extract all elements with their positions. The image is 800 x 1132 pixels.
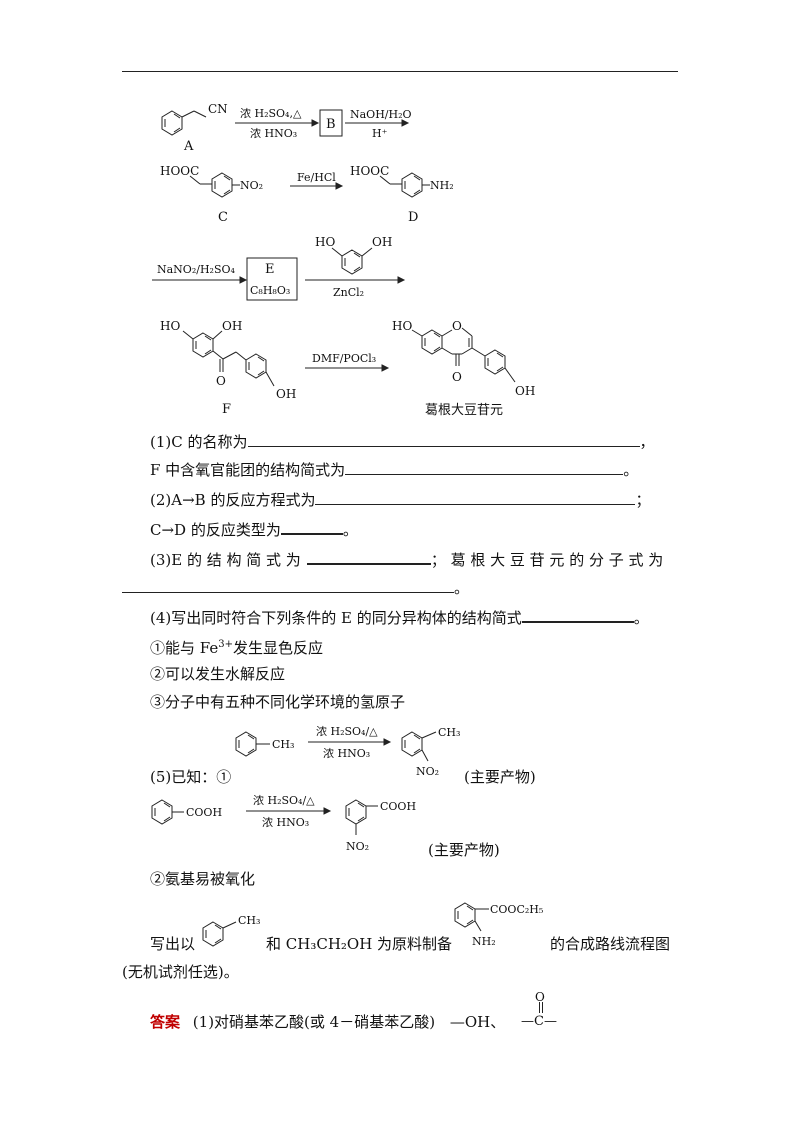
r2-cooh: COOH xyxy=(186,806,222,819)
answer-blank-4[interactable] xyxy=(521,607,634,623)
F-oh-top: OH xyxy=(222,319,242,333)
F-ho: HO xyxy=(160,319,180,333)
P-ring-o: O xyxy=(452,319,462,333)
question-2b: C→D 的反应类型为。 xyxy=(150,519,358,539)
resorcinol-ho: HO xyxy=(315,235,335,249)
r1-reagent-top: 浓 H₂SO₄/△ xyxy=(316,725,378,738)
target-compound: COOC₂H₅ NH₂ xyxy=(454,902,543,948)
C-label: C xyxy=(218,210,228,225)
A-cn: CN xyxy=(208,102,228,116)
answer-groups: —OH、 xyxy=(449,1013,506,1031)
answer-blank-3a[interactable] xyxy=(306,549,431,565)
answer-blank-2a[interactable] xyxy=(315,490,636,505)
F-ketone-o: O xyxy=(216,374,226,388)
known-reactions: CH₃ 浓 H₂SO₄/△ 浓 HNO₃ CH₃ NO₂ COOH 浓 H₂SO… xyxy=(151,725,543,948)
tgt-ester: COOC₂H₅ xyxy=(490,903,543,916)
compound-daidzein: HO O O OH 葛根大豆苷元 xyxy=(392,319,535,418)
step1-reagent-bottom: 浓 HNO₃ xyxy=(250,127,297,140)
answer-label: 答案 xyxy=(150,1013,181,1031)
compound-A: CN A xyxy=(161,102,228,154)
step5-reagent: ZnCl₂ xyxy=(333,286,364,299)
P-ho: HO xyxy=(392,319,412,333)
F-oh-bottom: OH xyxy=(276,387,296,401)
question-4: (4)写出同时符合下列条件的 E 的同分异构体的结构简式。 xyxy=(150,607,649,627)
q5-mid: 和 CH₃CH₂OH 为原料制备 xyxy=(266,935,453,953)
q5-line2: (无机试剂任选)。 xyxy=(122,963,239,981)
step1-reagent-top: 浓 H₂SO₄,△ xyxy=(240,107,302,120)
resorcinol-oh: OH xyxy=(372,235,392,249)
header-rule xyxy=(122,71,678,72)
compound-D: HOOC NH₂ D xyxy=(350,164,454,225)
compound-C: HOOC NO₂ C xyxy=(160,164,263,225)
known-2: ②氨基易被氧化 xyxy=(150,870,256,888)
carbonyl-bond-2 xyxy=(542,1002,543,1013)
A-label: A xyxy=(183,139,194,154)
B-label: B xyxy=(326,117,336,132)
synthesis-scheme: CN A 浓 H₂SO₄,△ 浓 HNO₃ B NaOH/H₂O H⁺ HOOC… xyxy=(152,102,535,418)
carbonyl-c: —C— xyxy=(521,1014,557,1029)
question-3b: 。 xyxy=(122,578,469,598)
carbonyl-o: O xyxy=(535,990,545,1004)
P-oh: OH xyxy=(515,384,535,398)
D-hooc: HOOC xyxy=(350,164,389,178)
condition-1: ①能与 Fe3+发生显色反应 xyxy=(150,639,323,657)
C-no2: NO₂ xyxy=(240,179,263,192)
step2-reagent-top: NaOH/H₂O xyxy=(350,108,412,121)
tgt-nh2: NH₂ xyxy=(472,935,496,948)
D-label: D xyxy=(408,210,418,225)
r1-ch3: CH₃ xyxy=(272,738,294,751)
condition-2: ②可以发生水解反应 xyxy=(150,665,286,683)
answer-blank-1b[interactable] xyxy=(345,460,624,475)
E-label: E xyxy=(265,262,275,277)
question-1a: (1)C 的名称为， xyxy=(150,432,655,451)
r1-prod-ch3: CH₃ xyxy=(438,726,460,739)
P-ketone-o: O xyxy=(452,370,462,384)
D-nh2: NH₂ xyxy=(430,179,454,192)
answer-blank-3b[interactable] xyxy=(122,578,454,593)
reaction-2: COOH 浓 H₂SO₄/△ 浓 HNO₃ COOH NO₂ xyxy=(151,794,416,853)
answer-line: 答案 (1)对硝基苯乙酸(或 4－硝基苯乙酸) —OH、 xyxy=(150,1012,505,1032)
E-formula: C₈H₈O₃ xyxy=(250,284,290,297)
step6-reagent: DMF/POCl₃ xyxy=(312,352,376,365)
r2-prod-cooh: COOH xyxy=(380,800,416,813)
P-label: 葛根大豆苷元 xyxy=(425,403,503,418)
q5-pre: 写出以 xyxy=(150,935,196,953)
reagent-toluene: CH₃ xyxy=(202,914,260,947)
B-box xyxy=(319,109,343,137)
question-3a: (3)E 的 结 构 简 式 为； 葛 根 大 豆 苷 元 的 分 子 式 为 xyxy=(150,549,664,569)
question-2a: (2)A→B 的反应方程式为； xyxy=(150,490,651,509)
answer-blank-2b[interactable] xyxy=(280,519,343,535)
E-box xyxy=(246,257,298,301)
r1-note: (主要产物) xyxy=(464,768,536,786)
answer-blank-1a[interactable] xyxy=(247,432,640,447)
r2-prod-no2: NO₂ xyxy=(346,840,369,853)
C-hooc: HOOC xyxy=(160,164,199,178)
r1-reagent-bottom: 浓 HNO₃ xyxy=(323,747,370,760)
reaction-1: CH₃ 浓 H₂SO₄/△ 浓 HNO₃ CH₃ NO₂ xyxy=(235,725,460,778)
step3-reagent: Fe/HCl xyxy=(297,171,336,184)
condition-3: ③分子中有五种不同化学环境的氢原子 xyxy=(150,693,406,711)
r2-reagent-bottom: 浓 HNO₃ xyxy=(262,816,309,829)
r2-note: (主要产物) xyxy=(428,841,500,859)
r2-reagent-top: 浓 H₂SO₄/△ xyxy=(253,794,315,807)
question-1b: F 中含氧官能团的结构简式为。 xyxy=(150,460,639,479)
answer-text: (1)对硝基苯乙酸(或 4－硝基苯乙酸) xyxy=(192,1013,436,1031)
F-label: F xyxy=(222,402,231,417)
compound-F: HO OH O OH F xyxy=(160,319,296,417)
given-label: (5)已知：① xyxy=(150,768,232,786)
q5-post: 的合成路线流程图 xyxy=(550,935,671,953)
step2-reagent-bottom: H⁺ xyxy=(372,127,388,140)
q5-ch3: CH₃ xyxy=(238,914,260,927)
carbonyl-bond-1 xyxy=(539,1002,540,1013)
r1-prod-no2: NO₂ xyxy=(416,765,439,778)
resorcinol: HO OH xyxy=(315,235,392,275)
step4-reagent: NaNO₂/H₂SO₄ xyxy=(157,263,235,276)
